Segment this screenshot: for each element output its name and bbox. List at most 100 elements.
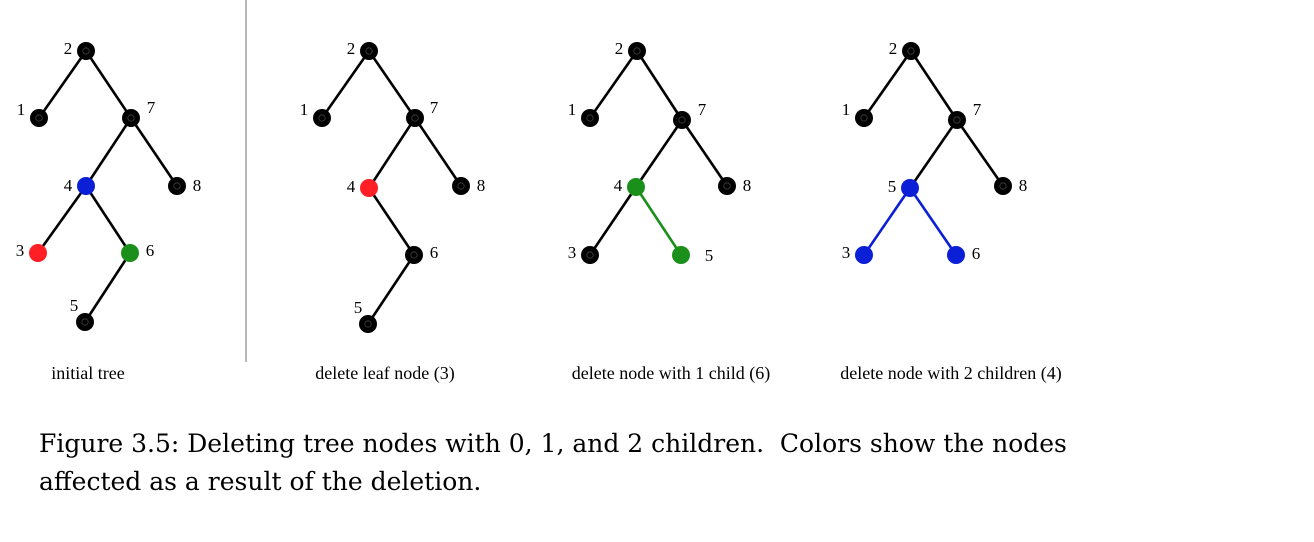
edge-4-3 [36, 185, 88, 254]
node-7-inner-ring [678, 116, 686, 124]
edge-7-8 [955, 119, 1005, 187]
node-2 [360, 42, 378, 60]
node-3 [855, 246, 873, 264]
node-label-2: 2 [347, 39, 356, 58]
node-label-8: 8 [1019, 176, 1028, 195]
figure-caption-line-2: affected as a result of the deletion. [39, 467, 482, 496]
edge-2-7 [367, 50, 417, 119]
edge-7-8 [680, 119, 729, 187]
edge-7-8 [413, 117, 463, 187]
node-8 [718, 177, 736, 195]
node-2 [902, 42, 920, 60]
node-5-inner-ring [364, 320, 372, 328]
edge-7-4 [84, 117, 133, 187]
node-8 [452, 177, 470, 195]
figure-caption: Figure 3.5: Deleting tree nodes with 0, … [39, 425, 1179, 501]
node-label-5: 5 [888, 177, 897, 196]
edge-2-1 [37, 50, 88, 119]
node-4 [77, 177, 95, 195]
node-7 [948, 111, 966, 129]
node-label-6: 6 [972, 244, 981, 263]
node-2-inner-ring [365, 47, 373, 55]
node-label-6: 6 [146, 241, 155, 260]
edge-2-7 [909, 50, 959, 121]
node-2-inner-ring [82, 47, 90, 55]
tree-panel-1: 2 1 7 4 8 3 6 5 initial tree [16, 39, 202, 383]
edge-2-7 [84, 50, 133, 119]
node-1 [855, 109, 873, 127]
node-3 [581, 246, 599, 264]
node-label-7: 7 [973, 100, 982, 119]
node-2 [77, 42, 95, 60]
node-3 [29, 244, 47, 262]
node-1 [30, 109, 48, 127]
edge-7-8 [129, 117, 179, 187]
node-1-inner-ring [318, 114, 326, 122]
node-label-3: 3 [842, 243, 851, 262]
node-8-inner-ring [457, 182, 465, 190]
node-label-4: 4 [614, 176, 623, 195]
edge-4-3 [588, 186, 638, 256]
node-2-inner-ring [633, 47, 641, 55]
edge-7-4 [634, 119, 684, 188]
node-label-7: 7 [147, 98, 156, 117]
node-7-inner-ring [127, 114, 135, 122]
node-8-inner-ring [173, 182, 181, 190]
node-5 [76, 313, 94, 331]
edge-2-1 [588, 50, 639, 119]
edge-4-6 [84, 185, 132, 254]
node-label-3: 3 [16, 241, 25, 260]
node-5 [359, 315, 377, 333]
edge-6-5 [83, 252, 132, 323]
node-1-inner-ring [35, 114, 43, 122]
edge-5-6 [908, 187, 958, 256]
tree-deletion-diagram: 2 1 7 4 8 3 6 5 initial tree 2 1 7 4 8 6 5 delete leaf n… [16, 0, 1062, 384]
node-3-inner-ring [586, 251, 594, 259]
panel-caption-2: delete leaf node (3) [315, 363, 454, 384]
node-8-inner-ring [723, 182, 731, 190]
panel-caption-3: delete node with 1 child (6) [572, 363, 770, 384]
node-7-inner-ring [411, 114, 419, 122]
node-label-4: 4 [64, 176, 73, 195]
panel-caption-4: delete node with 2 children (4) [840, 363, 1061, 384]
node-label-5: 5 [70, 296, 79, 315]
node-label-1: 1 [568, 100, 577, 119]
edge-7-4 [367, 117, 417, 189]
node-2 [628, 42, 646, 60]
node-label-7: 7 [698, 100, 707, 119]
node-6 [947, 246, 965, 264]
node-label-8: 8 [193, 176, 202, 195]
node-1 [581, 109, 599, 127]
panel-caption-1: initial tree [51, 363, 124, 383]
node-label-5: 5 [705, 246, 714, 265]
node-5 [672, 246, 690, 264]
node-8 [994, 177, 1012, 195]
edge-2-1 [320, 50, 371, 119]
edge-2-1 [862, 50, 913, 119]
edge-7-5 [908, 119, 959, 189]
node-label-1: 1 [300, 100, 309, 119]
node-4 [627, 178, 645, 196]
node-label-6: 6 [430, 243, 439, 262]
figure-caption-line-1: Figure 3.5: Deleting tree nodes with 0, … [39, 429, 1067, 458]
node-7 [673, 111, 691, 129]
node-label-5: 5 [354, 298, 363, 317]
node-label-1: 1 [17, 100, 26, 119]
node-label-2: 2 [64, 39, 73, 58]
node-4 [360, 179, 378, 197]
node-7 [122, 109, 140, 127]
node-1-inner-ring [860, 114, 868, 122]
node-6-inner-ring [410, 251, 418, 259]
edge-4-6 [367, 187, 416, 256]
node-label-2: 2 [615, 39, 624, 58]
node-6 [405, 246, 423, 264]
node-5-inner-ring [81, 318, 89, 326]
edge-5-3 [862, 187, 912, 256]
node-8-inner-ring [999, 182, 1007, 190]
node-label-2: 2 [889, 39, 898, 58]
node-1 [313, 109, 331, 127]
node-8 [168, 177, 186, 195]
